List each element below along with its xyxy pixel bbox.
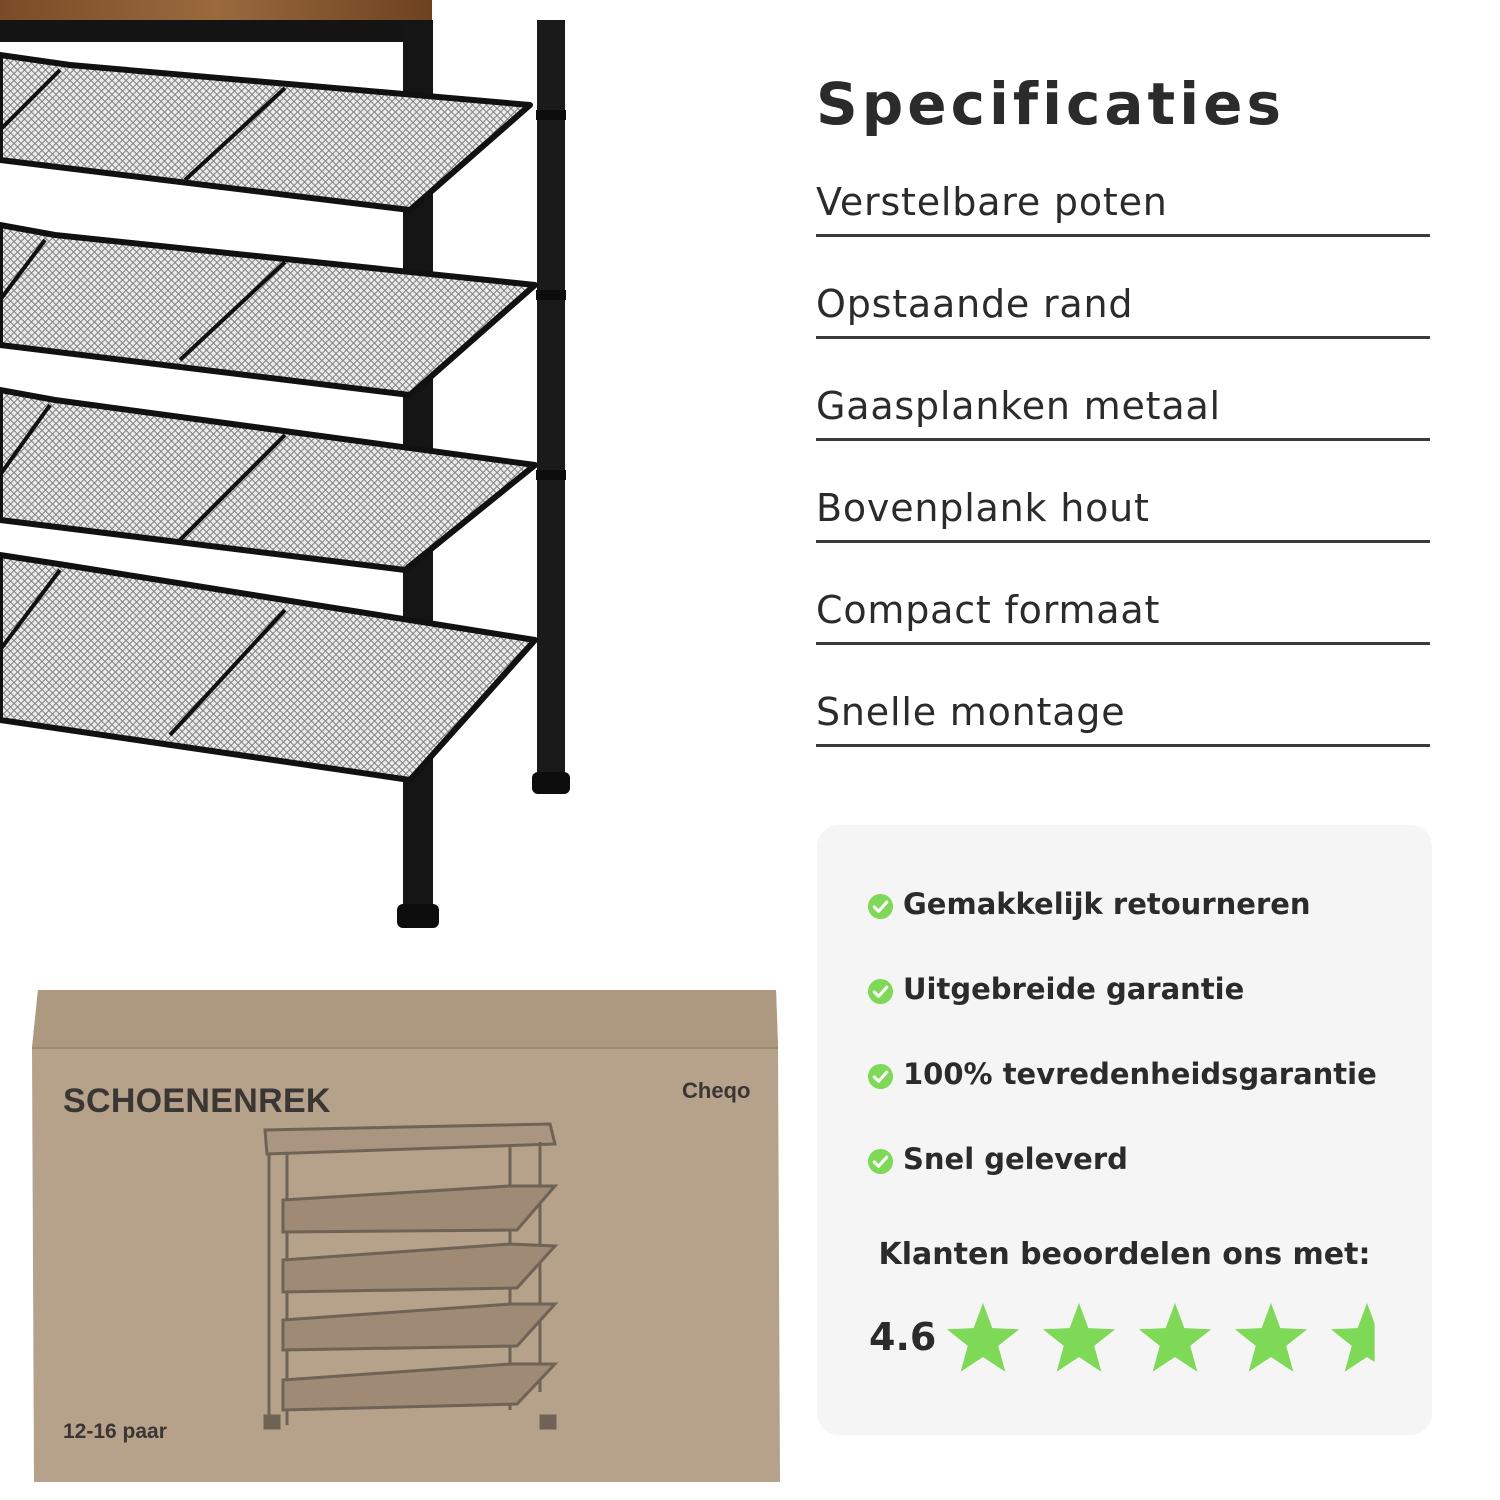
benefits-list: Gemakkelijk retourneren Uitgebreide gara… [867, 887, 1377, 1227]
mesh-shelf-4 [0, 552, 538, 783]
box-rack-sketch [263, 1122, 559, 1430]
check-circle-icon [867, 1148, 894, 1175]
box-brand: Cheqo [682, 1078, 751, 1103]
star-icon [946, 1303, 1020, 1372]
check-circle-icon [867, 1063, 894, 1090]
rating-value: 4.6 [869, 1315, 937, 1359]
box-title: SCHOENENREK [63, 1082, 331, 1120]
benefit-label: Snel geleverd [903, 1142, 1128, 1176]
benefit-item: Snel geleverd [867, 1142, 1377, 1227]
spec-item-label: Compact formaat [816, 588, 1161, 632]
spec-item-label: Opstaande rand [816, 282, 1134, 326]
spec-item-label: Bovenplank hout [816, 486, 1150, 530]
benefit-item: 100% tevredenheidsgarantie [867, 1057, 1377, 1142]
star-icon [1234, 1303, 1308, 1372]
benefit-label: 100% tevredenheidsgarantie [903, 1057, 1377, 1091]
spec-item: Compact formaat [816, 574, 1430, 676]
specifications-list: Verstelbare poten Opstaande rand Gaaspla… [816, 166, 1430, 778]
box-shape [32, 990, 780, 1482]
mesh-shelf-2 [0, 222, 538, 398]
benefit-item: Gemakkelijk retourneren [867, 887, 1377, 972]
benefits-card: Gemakkelijk retourneren Uitgebreide gara… [817, 825, 1432, 1435]
star-icon [1042, 1303, 1116, 1372]
spec-item: Snelle montage [816, 676, 1430, 778]
spec-item: Verstelbare poten [816, 166, 1430, 268]
back-leg [537, 20, 565, 780]
spec-item-label: Snelle montage [816, 690, 1126, 734]
check-circle-icon [867, 978, 894, 1005]
check-circle-icon [867, 893, 894, 920]
spec-item-label: Gaasplanken metaal [816, 384, 1221, 428]
benefit-item: Uitgebreide garantie [867, 972, 1377, 1057]
star-icon [1138, 1303, 1212, 1372]
product-box: SCHOENENREK Cheqo 12-16 paar [30, 990, 786, 1482]
star-icon [1330, 1303, 1375, 1372]
benefit-label: Uitgebreide garantie [903, 972, 1245, 1006]
spec-item: Opstaande rand [816, 268, 1430, 370]
spec-item-label: Verstelbare poten [816, 180, 1168, 224]
star-rating [946, 1303, 1375, 1372]
mesh-shelf-3 [0, 387, 538, 573]
spec-item: Gaasplanken metaal [816, 370, 1430, 472]
shoe-rack-illustration [0, 0, 570, 928]
spec-item: Bovenplank hout [816, 472, 1430, 574]
mesh-shelf-1 [0, 52, 533, 213]
box-capacity: 12-16 paar [63, 1420, 167, 1443]
specifications-title: Specificaties [816, 70, 1285, 138]
rating-caption: Klanten beoordelen ons met: [878, 1237, 1371, 1272]
benefit-label: Gemakkelijk retourneren [903, 887, 1311, 921]
wood-top-shelf [0, 0, 432, 20]
